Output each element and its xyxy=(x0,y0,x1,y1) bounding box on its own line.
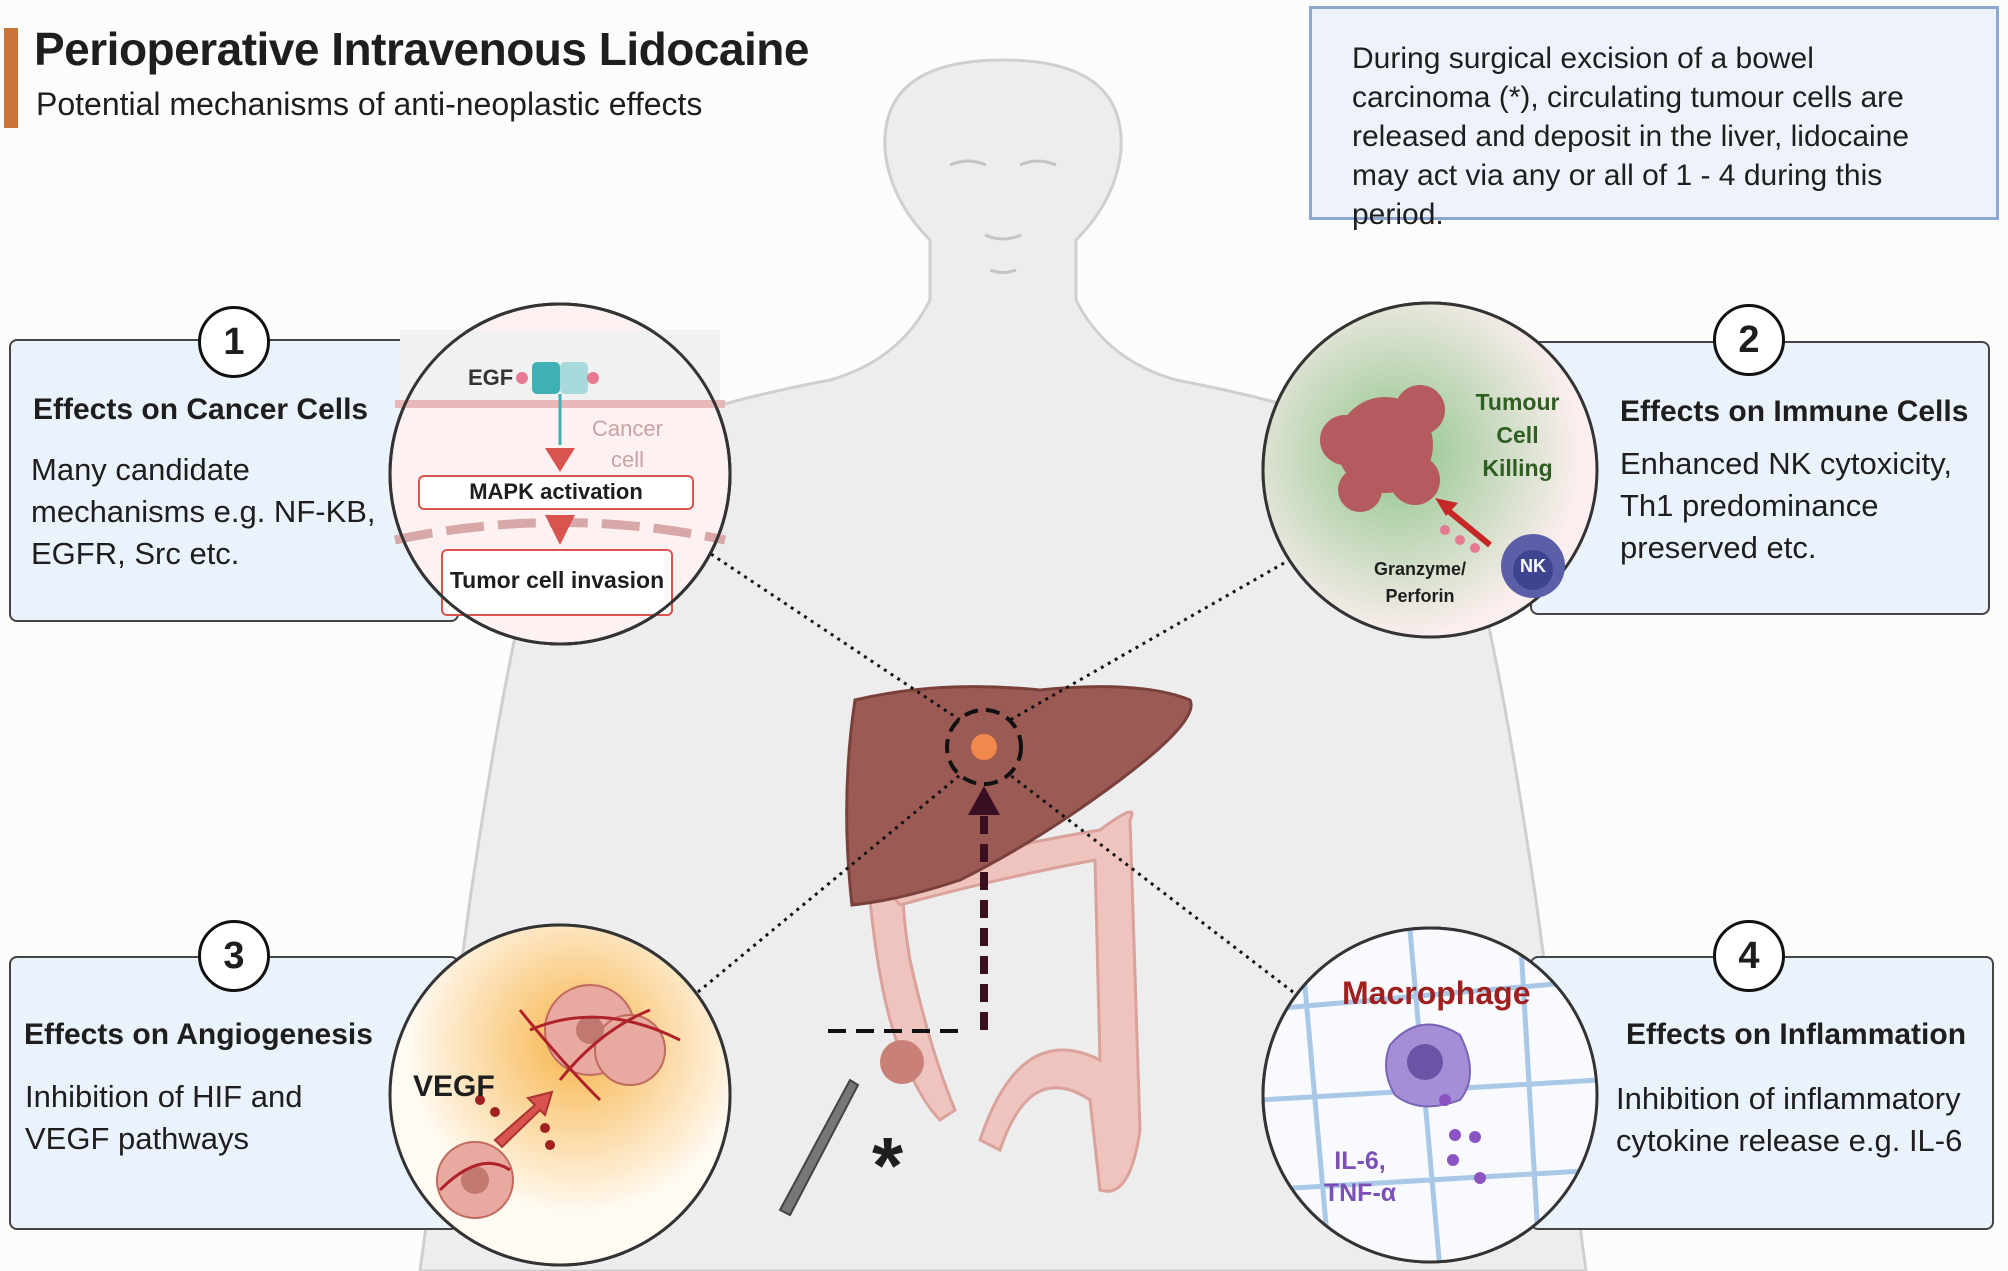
panel-body: Inhibition of HIF and VEGF pathways xyxy=(25,1079,303,1156)
colon xyxy=(868,810,1142,1193)
panel-body: Many candidate mechanisms e.g. NF-KB, EG… xyxy=(31,452,376,571)
liver xyxy=(845,685,1193,907)
panel-angiogenesis: Effects on Angiogenesis Inhibition of HI… xyxy=(9,956,459,1230)
bowel-tumour xyxy=(880,1040,924,1084)
title-accent-bar xyxy=(4,28,18,128)
tumor-invasion-label: Tumor cell invasion xyxy=(449,567,665,593)
page-subtitle: Potential mechanisms of anti-neoplastic … xyxy=(36,86,703,122)
tumour-cell-killing-label: Tumour Cell Killing xyxy=(1475,389,1560,481)
cytokine-label: IL-6, TNF-α xyxy=(1323,1147,1397,1207)
panel-heading: Effects on Immune Cells xyxy=(1620,395,1969,428)
badge-3: 3 xyxy=(198,920,270,992)
page-title: Perioperative Intravenous Lidocaine xyxy=(34,23,809,75)
liver-metastasis xyxy=(971,734,997,760)
panel-inflammation: Effects on Inflammation Inhibition of in… xyxy=(1530,956,1994,1230)
panel-heading: Effects on Angiogenesis xyxy=(24,1018,373,1051)
badge-2: 2 xyxy=(1713,304,1785,376)
liver-metastasis-ring xyxy=(945,708,1023,786)
panel-immune-cells: Effects on Immune Cells Enhanced NK cyto… xyxy=(1530,341,1990,615)
panel-heading: Effects on Inflammation xyxy=(1626,1018,1967,1051)
connector-lines xyxy=(697,552,1294,994)
badge-1: 1 xyxy=(198,306,270,378)
panel-body: Enhanced NK cytoxicity, Th1 predominance… xyxy=(1620,446,1952,565)
scalpel-icon xyxy=(778,1078,860,1217)
granzyme-perforin-label: Granzyme/ Perforin xyxy=(1373,559,1467,606)
badge-4: 4 xyxy=(1713,920,1785,992)
panel-body: Inhibition of inflammatory cytokine rele… xyxy=(1616,1081,1963,1158)
vegf-label: VEGF xyxy=(413,1070,495,1103)
info-box: During surgical excision of a bowel carc… xyxy=(1309,6,1999,231)
cancer-cell-label: Cancer cell xyxy=(592,416,663,472)
face-features xyxy=(949,159,1057,274)
panel-heading: Effects on Cancer Cells xyxy=(33,393,369,426)
nk-cell-label: NK xyxy=(1520,556,1546,576)
macrophage-label: Macrophage xyxy=(1342,975,1531,1011)
mapk-activation-label: MAPK activation xyxy=(469,479,643,504)
egf-label: EGF xyxy=(468,365,514,390)
bowel-carcinoma-asterisk: * xyxy=(872,1121,904,1210)
panel-cancer-cells: Effects on Cancer Cells Many candidate m… xyxy=(9,339,459,622)
